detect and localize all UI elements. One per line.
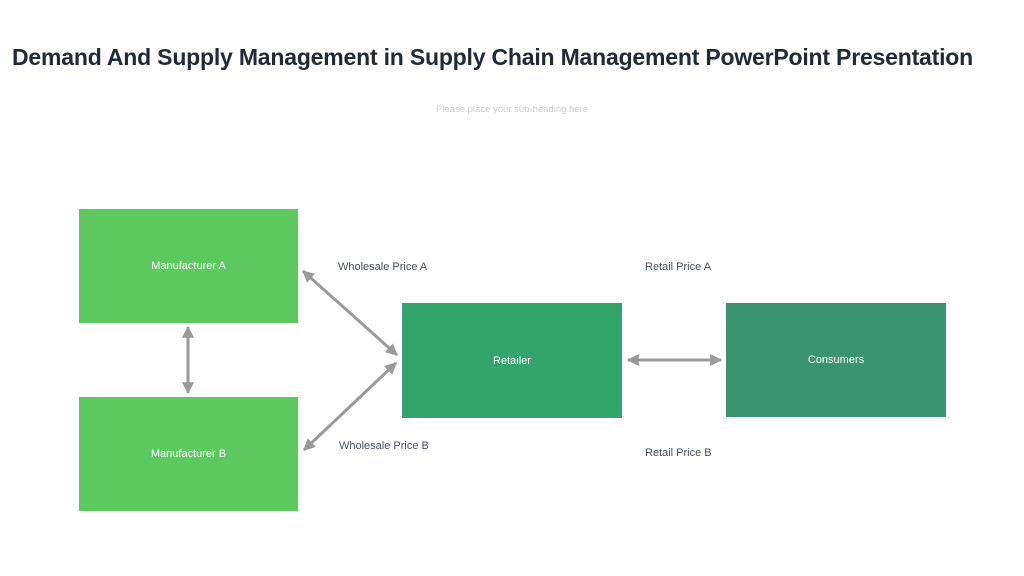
- node-retailer-label: Retailer: [493, 354, 531, 367]
- node-consumers-label: Consumers: [807, 354, 865, 366]
- edge-label-retail-price-a: Retail Price A: [645, 261, 712, 273]
- edge-label-wholesale-price-a: Wholesale Price A: [338, 261, 428, 273]
- node-manufacturer-a: Manufacturer A: [79, 209, 298, 323]
- edge-label-wholesale-price-b: Wholesale Price B: [339, 440, 429, 452]
- node-consumers: Consumers: [726, 303, 946, 417]
- node-manufacturer-b-label: Manufacturer B: [150, 448, 227, 460]
- edge-label-retail-price-b: Retail Price B: [645, 447, 712, 459]
- slide-title: Demand And Supply Management in Supply C…: [12, 44, 973, 70]
- node-manufacturer-b: Manufacturer B: [79, 397, 298, 511]
- node-manufacturer-a-label: Manufacturer A: [151, 260, 226, 272]
- arrow-manufacturer-b-to-retailer: [302, 361, 398, 452]
- slide-subtitle-placeholder: Please place your sub-heading here: [435, 104, 589, 115]
- arrow-manufacturer-a-to-retailer: [302, 269, 398, 357]
- node-retailer: Retailer: [402, 303, 622, 418]
